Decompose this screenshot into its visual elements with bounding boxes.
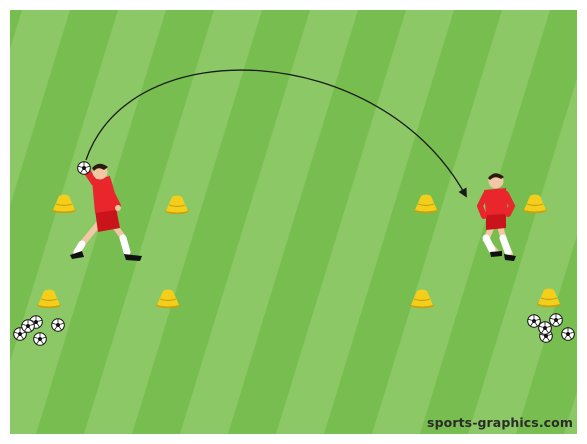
held-ball bbox=[78, 162, 91, 175]
ball bbox=[550, 314, 563, 327]
watermark-text: sports-graphics.com bbox=[427, 415, 573, 430]
ball bbox=[34, 333, 47, 346]
ball bbox=[562, 328, 575, 341]
ball bbox=[52, 319, 65, 332]
ball bbox=[539, 322, 552, 335]
ball bbox=[528, 315, 541, 328]
ball bbox=[22, 320, 35, 333]
